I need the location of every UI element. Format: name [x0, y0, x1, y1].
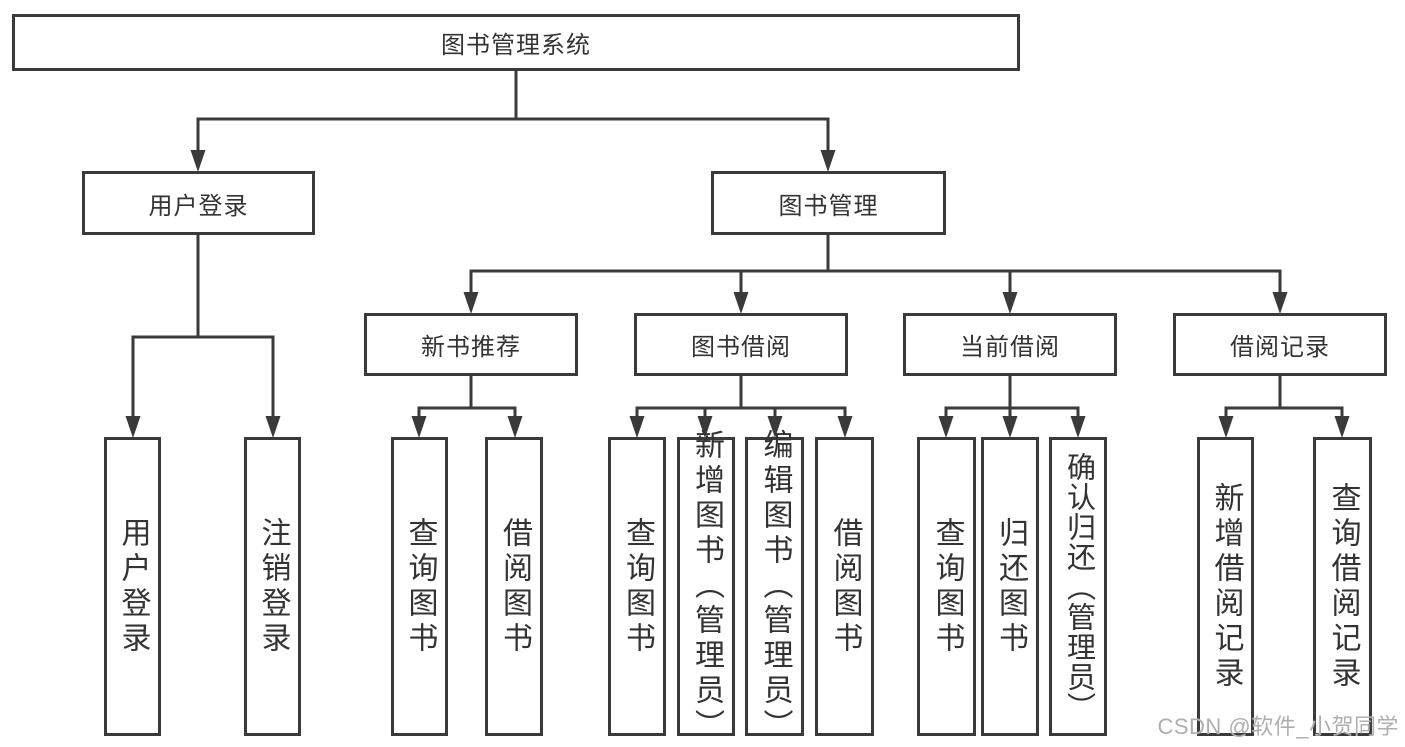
arrowhead	[1334, 416, 1350, 438]
arrowhead	[1218, 416, 1234, 438]
arrowhead	[1002, 292, 1018, 314]
node-label: 查询借阅记录	[1326, 481, 1360, 692]
node-label: 查询图书	[621, 516, 654, 657]
node-borrow-books-borrowing: 借阅图书	[815, 437, 874, 736]
node-root-library-system: 图书管理系统	[12, 14, 1020, 71]
node-user-login-leaf: 用户登录	[104, 437, 161, 736]
connector-paths	[131, 71, 1344, 418]
connector-root-to-level2	[196, 71, 830, 152]
node-return-books: 归还图书	[981, 437, 1039, 736]
arrowhead	[190, 150, 206, 172]
node-book-borrowing: 图书借阅	[634, 313, 848, 376]
node-edit-books-admin: 编辑图书（管理员）	[745, 429, 804, 744]
node-add-books-admin: 新增图书（管理员）	[677, 429, 735, 744]
connector-borrowing-children	[635, 376, 847, 418]
node-label: 注销登录	[256, 516, 290, 657]
node-book-management: 图书管理	[711, 171, 946, 235]
arrowhead	[125, 416, 141, 438]
node-label: 图书借阅	[691, 334, 791, 361]
node-confirm-return-admin: 确认归还（管理员）	[1049, 437, 1107, 736]
node-query-books-recommend: 查询图书	[391, 437, 448, 736]
node-borrow-books-recommend: 借阅图书	[485, 437, 543, 736]
arrowhead	[767, 416, 783, 438]
node-label: 新增图书（管理员）	[690, 429, 723, 744]
arrowhead	[697, 416, 713, 438]
node-query-borrow-record: 查询借阅记录	[1313, 437, 1372, 736]
node-label: 借阅记录	[1230, 334, 1330, 361]
arrowhead	[463, 292, 479, 314]
node-logout: 注销登录	[244, 437, 301, 736]
node-query-books-borrowing: 查询图书	[608, 437, 666, 736]
node-label: 归还图书	[994, 516, 1027, 657]
arrowhead	[837, 416, 853, 438]
arrowhead	[507, 416, 523, 438]
arrowhead	[820, 150, 836, 172]
connector-user-login-children	[131, 235, 275, 418]
node-label: 借阅图书	[828, 516, 862, 657]
arrowhead	[733, 292, 749, 314]
node-label: 借阅图书	[498, 516, 531, 657]
node-label: 用户登录	[148, 192, 249, 220]
node-current-borrowing: 当前借阅	[903, 313, 1117, 376]
arrowhead	[265, 416, 281, 438]
node-new-book-recommend: 新书推荐	[364, 313, 578, 376]
node-label: 编辑图书（管理员）	[758, 429, 792, 744]
node-add-borrow-record: 新增借阅记录	[1197, 437, 1254, 736]
connector-book-mgmt-children	[469, 235, 1282, 294]
node-query-books-current: 查询图书	[917, 437, 976, 736]
connector-current-children	[944, 376, 1080, 418]
arrowhead	[411, 416, 427, 438]
node-label: 当前借阅	[960, 334, 1060, 361]
arrowhead	[938, 416, 954, 438]
arrowhead	[1070, 416, 1086, 438]
node-user-login: 用户登录	[82, 171, 315, 235]
connector-records-children	[1224, 376, 1344, 418]
node-label: 确认归还（管理员）	[1062, 451, 1095, 722]
node-label: 用户登录	[116, 516, 150, 657]
node-label: 图书管理	[778, 192, 879, 220]
connector-recommend-children	[417, 376, 517, 418]
arrowhead	[1002, 416, 1018, 438]
node-borrow-records: 借阅记录	[1173, 313, 1387, 376]
arrowhead	[1272, 292, 1288, 314]
arrowhead	[629, 416, 645, 438]
node-label: 新增借阅记录	[1209, 481, 1243, 692]
arrowheads	[125, 150, 1350, 438]
node-label: 图书管理系统	[441, 32, 591, 59]
node-label: 查询图书	[403, 516, 437, 657]
node-label: 查询图书	[930, 516, 964, 657]
csdn-watermark: CSDN @软件_小贺同学	[1157, 714, 1399, 739]
node-label: 新书推荐	[421, 334, 521, 361]
